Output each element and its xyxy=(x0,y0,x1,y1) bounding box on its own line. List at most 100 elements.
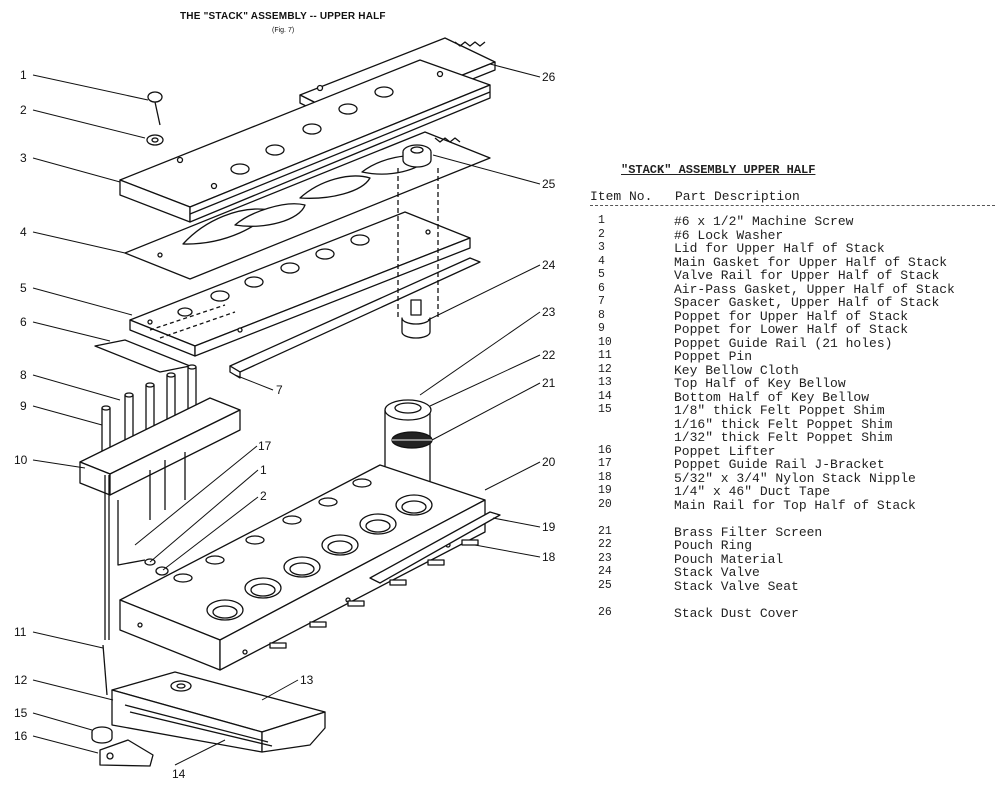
legend-item-number: 5 xyxy=(598,268,605,281)
legend-item-number: 26 xyxy=(598,605,612,619)
legend-item-description: Spacer Gasket, Upper Half of Stack xyxy=(674,295,940,310)
legend-item-number: 10 xyxy=(598,335,612,349)
callout-12: 12 xyxy=(14,673,28,687)
part-lid xyxy=(119,59,491,223)
legend-item-description: Poppet Pin xyxy=(674,349,753,364)
callout-13: 13 xyxy=(300,673,314,687)
callout-26: 26 xyxy=(542,70,556,84)
callout-18: 18 xyxy=(542,550,556,564)
column-item-no: Item No. xyxy=(590,189,653,204)
legend-item-description: Poppet Lifter xyxy=(674,443,776,459)
callout-15: 15 xyxy=(14,706,28,720)
column-part-description: Part Description xyxy=(675,189,800,204)
legend-item-description: Poppet for Lower Half of Stack xyxy=(674,322,909,337)
callout-4: 4 xyxy=(20,225,27,239)
legend-item-number: 3 xyxy=(598,241,605,254)
callout-9: 9 xyxy=(20,399,27,413)
legend-item-description: Stack Valve Seat xyxy=(674,578,799,594)
legend-item-number: 23 xyxy=(598,551,612,565)
legend-item-number: 12 xyxy=(598,362,612,376)
callout-24: 24 xyxy=(542,258,556,272)
legend-item-description: Key Bellow Cloth xyxy=(674,362,799,378)
legend-item-number: 15 xyxy=(598,403,612,416)
assembly-drawing: 1 2 3 4 5 6 7 8 9 10 11 12 15 16 14 13 1… xyxy=(14,37,556,781)
part-valve-rail xyxy=(129,211,471,357)
legend-item-description: Pouch Material xyxy=(674,551,784,567)
callout-1b: 1 xyxy=(260,463,267,477)
legend-item-description: Bottom Half of Key Bellow xyxy=(674,389,870,405)
part-main-rail xyxy=(119,464,501,671)
legend-item-number: 11 xyxy=(598,349,612,362)
legend-item-description: #6 x 1/2" Machine Screw xyxy=(674,214,854,229)
legend-item-number: 16 xyxy=(598,443,612,457)
callout-8: 8 xyxy=(20,368,27,382)
legend-item-description: Pouch Ring xyxy=(674,538,753,553)
legend-item-number: 17 xyxy=(598,457,612,470)
callout-25: 25 xyxy=(542,177,556,191)
callout-16: 16 xyxy=(14,729,28,743)
legend-item-description: Brass Filter Screen xyxy=(674,524,823,540)
legend-item-number: 1 xyxy=(598,214,605,227)
legend-item-description: 1/32" thick Felt Poppet Shim xyxy=(674,430,893,445)
callout-19: 19 xyxy=(542,520,556,534)
legend-item-number: 24 xyxy=(598,565,612,578)
legend-item-number: 9 xyxy=(598,322,605,335)
legend-item-number: 2 xyxy=(598,227,605,241)
part-nipples xyxy=(269,539,479,649)
part-key-bellow xyxy=(102,644,326,753)
callout-14: 14 xyxy=(172,767,186,781)
callout-20: 20 xyxy=(542,455,556,469)
legend-item-number: 25 xyxy=(598,578,612,592)
legend-item-description: 5/32" x 3/4" Nylon Stack Nipple xyxy=(674,470,916,486)
callout-23: 23 xyxy=(542,305,556,319)
callout-21: 21 xyxy=(542,376,556,390)
legend-item-description: Main Gasket for Upper Half of Stack xyxy=(674,254,948,270)
callout-7: 7 xyxy=(276,383,283,397)
legend-item-description: Poppet Guide Rail J-Bracket xyxy=(674,457,885,472)
legend-item-description: 1/8" thick Felt Poppet Shim xyxy=(674,403,885,418)
legend-item-number: 7 xyxy=(598,295,605,308)
callout-5: 5 xyxy=(20,281,27,295)
callout-10: 10 xyxy=(14,453,28,467)
legend-title: "STACK" ASSEMBLY UPPER HALF xyxy=(621,163,816,177)
part-stack-valve xyxy=(397,144,439,339)
legend-item-number: 8 xyxy=(598,308,605,322)
legend-item-description: Lid for Upper Half of Stack xyxy=(674,241,885,256)
legend-item-description: Poppet Guide Rail (21 holes) xyxy=(674,335,893,351)
legend-item-description: Stack Dust Cover xyxy=(674,605,799,621)
callout-labels: 1 2 3 4 5 6 7 8 9 10 11 12 15 16 14 13 1… xyxy=(14,68,556,781)
part-shim-lifter xyxy=(91,726,154,767)
callout-17: 17 xyxy=(258,439,272,453)
callout-6: 6 xyxy=(20,315,27,329)
legend-item-description: Main Rail for Top Half of Stack xyxy=(674,497,916,513)
callout-2b: 2 xyxy=(260,489,267,503)
legend-item-description: #6 Lock Washer xyxy=(674,227,784,243)
callout-22: 22 xyxy=(542,348,556,362)
legend-item-number: 22 xyxy=(598,538,612,551)
legend-item-number: 20 xyxy=(598,497,612,511)
exploded-assembly-diagram: THE "STACK" ASSEMBLY -- UPPER HALF (Fig.… xyxy=(14,11,556,781)
part-screws xyxy=(144,91,169,576)
legend-item-description: Top Half of Key Bellow xyxy=(674,376,846,391)
figure-number: (Fig. 7) xyxy=(272,27,295,34)
legend-item-number: 4 xyxy=(598,254,605,268)
callout-11: 11 xyxy=(14,625,27,639)
diagram-title: THE "STACK" ASSEMBLY -- UPPER HALF xyxy=(180,11,386,22)
legend-item-number: 19 xyxy=(598,484,612,497)
part-guide-rail xyxy=(79,397,241,640)
legend-item-description: 1/4" x 46" Duct Tape xyxy=(674,484,831,499)
legend-item-description: Poppet for Upper Half of Stack xyxy=(674,308,909,324)
legend-item-number: 21 xyxy=(598,524,612,538)
callout-1: 1 xyxy=(20,68,27,82)
legend-item-number: 13 xyxy=(598,376,612,389)
legend-item-number: 18 xyxy=(598,470,612,484)
legend-item-number: 6 xyxy=(598,281,605,295)
legend-item-description: Valve Rail for Upper Half of Stack xyxy=(674,268,940,283)
legend-item-number: 14 xyxy=(598,389,612,403)
part-gaskets xyxy=(94,257,481,379)
legend-item-description: Air-Pass Gasket, Upper Half of Stack xyxy=(674,281,955,297)
legend-divider xyxy=(590,205,995,206)
legend-item-description: 1/16" thick Felt Poppet Shim xyxy=(674,416,893,432)
callout-2: 2 xyxy=(20,103,27,117)
legend-item-description: Stack Valve xyxy=(674,565,760,580)
